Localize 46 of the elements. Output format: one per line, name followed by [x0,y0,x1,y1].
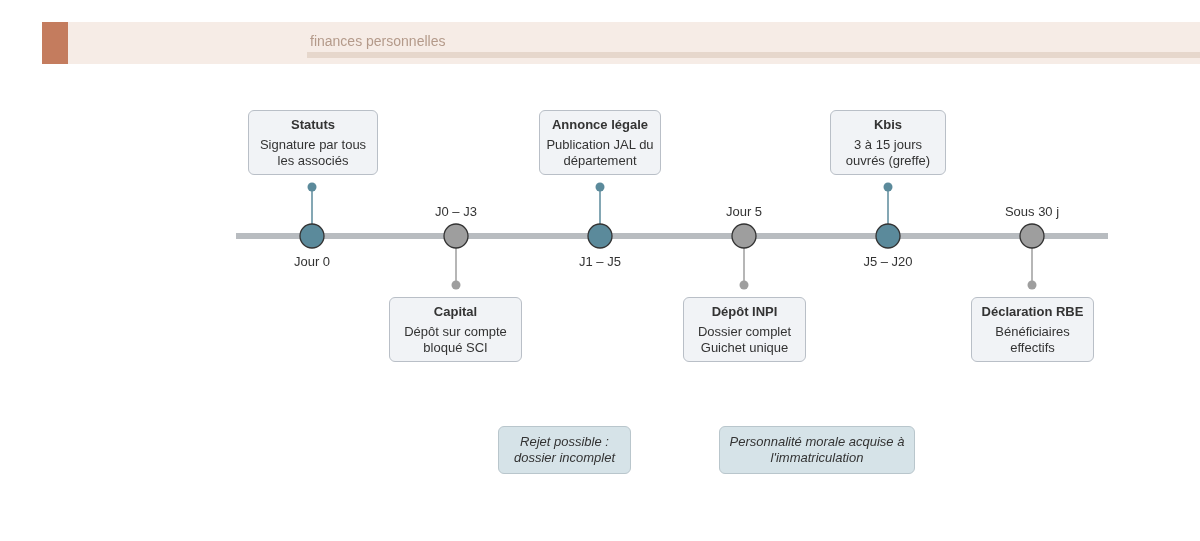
step-title: Kbis [872,117,904,133]
step-description: Dossier complet Guichet unique [696,324,793,356]
timeline-axis [324,233,444,239]
connector-stem [595,182,605,225]
step-description: Bénéficiaires effectifs [994,324,1071,356]
time-label: Jour 5 [724,204,764,219]
step-card [971,297,1094,362]
milestone-circle [443,223,469,249]
timeline-axis [468,233,588,239]
note-box [498,426,631,474]
step-card [830,110,946,175]
step-description: Signature par tous les associés [258,137,368,169]
time-label: Jour 0 [292,254,332,269]
step-card [248,110,378,175]
step-card [539,110,661,175]
milestone-circle [731,223,757,249]
timeline-axis [756,233,876,239]
milestone-circle [299,223,325,249]
step-title: Capital [432,304,479,320]
step-title: Annonce légale [550,117,650,133]
time-label: Sous 30 j [1003,204,1061,219]
step-description: Dépôt sur compte bloqué SCI [403,324,508,356]
step-card [683,297,806,362]
connector-stem [451,247,461,290]
step-description: 3 à 15 jours ouvrés (greffe) [844,137,932,169]
milestone-circle [875,223,901,249]
step-card [389,297,522,362]
connector-stem [739,247,749,290]
step-title: Statuts [289,117,337,133]
step-title: Dépôt INPI [710,304,779,320]
connector-stem [307,182,317,225]
step-title: Déclaration RBE [980,304,1085,320]
time-label: J0 – J3 [434,204,478,219]
milestone-circle [587,223,613,249]
note-box [719,426,915,474]
connector-stem [1027,247,1037,290]
timeline-axis [900,233,1020,239]
milestone-circle [1019,223,1045,249]
step-description: Publication JAL du département [546,137,654,169]
time-label: J5 – J20 [862,254,914,269]
tagline-text: finances personnelles [310,33,446,49]
note-text: Personnalité morale acquise à l'immatriculation [728,434,906,466]
connector-stem [883,182,893,225]
time-label: J1 – J5 [578,254,622,269]
note-text: Rejet possible : dossier incomplet [512,434,617,466]
timeline-axis [612,233,732,239]
